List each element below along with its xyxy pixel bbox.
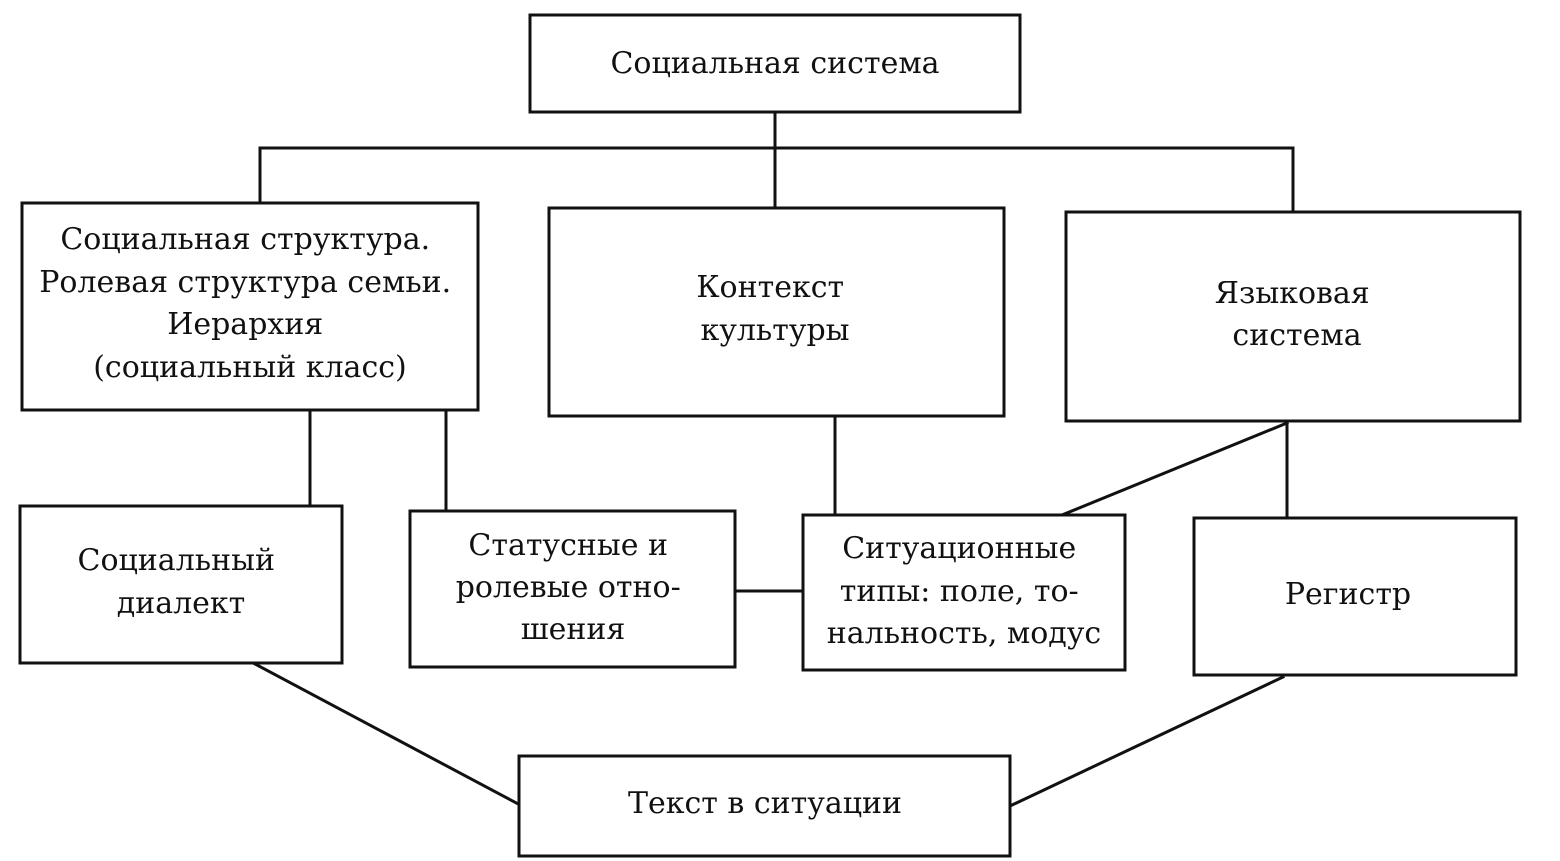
node-label: Языковая система [1215,276,1380,353]
node-label-line: типы: поле, то- [840,574,1079,609]
node-label-line: Социальный [78,543,275,578]
node-box [1064,210,1522,423]
connectors [252,113,1295,809]
node-label-line: Ситуационные [842,531,1076,566]
node-register: Регистр [1192,516,1518,677]
node-label-line: шения [521,612,626,647]
node-social-dialect: Социальный диалект [18,504,344,665]
node-label-line: Языковая [1215,276,1370,311]
node-label: Социальная система [610,46,939,81]
node-social-structure: Социальная структура. Ролевая структура … [20,201,480,412]
node-label: Ситуационные типы: поле, то- нальность, … [827,531,1101,651]
node-label-line: Социальная система [610,46,939,81]
node-box [528,13,1022,114]
node-label-line: Статусные и [468,528,668,563]
node-box [1192,516,1518,677]
node-culture-context: Контекст культуры [547,206,1006,418]
node-social-system: Социальная система [528,13,1022,114]
node-label-line: ролевые отно- [456,570,681,605]
node-box [547,206,1006,418]
edge-register-to-text [1008,675,1285,808]
edge-language-to-situation [1060,421,1289,517]
node-label-line: Регистр [1285,577,1411,612]
node-box [801,513,1127,672]
edge-dialect-to-text [252,661,525,809]
node-label-line: нальность, модус [827,616,1101,651]
node-box [20,201,480,412]
node-box [18,504,344,665]
node-label: Социальная структура. Ролевая структура … [39,222,460,385]
node-label: Регистр [1285,577,1411,612]
node-label: Контекст культуры [696,270,853,348]
node-status-roles: Статусные и ролевые отно- шения [408,509,737,669]
node-label-line: Текст в ситуации [628,786,902,821]
node-label-line: Социальная структура. [60,222,430,257]
node-label-line: диалект [117,586,246,621]
node-situation-types: Ситуационные типы: поле, то- нальность, … [801,513,1127,672]
node-label: Социальный диалект [78,543,285,621]
node-label-line: культуры [700,313,849,348]
node-label-line: (социальный класс) [93,350,407,385]
node-label-line: Контекст [696,270,844,305]
node-label-line: Иерархия [167,307,323,342]
node-box [408,509,737,669]
node-text-in-situation: Текст в ситуации [517,754,1012,858]
node-language-system: Языковая система [1064,210,1522,423]
node-label: Статусные и ролевые отно- шения [456,528,691,647]
node-label: Текст в ситуации [628,786,902,821]
node-label-line: система [1232,318,1361,353]
node-box [517,754,1012,858]
node-label-line: Ролевая структура семьи. [39,265,451,300]
